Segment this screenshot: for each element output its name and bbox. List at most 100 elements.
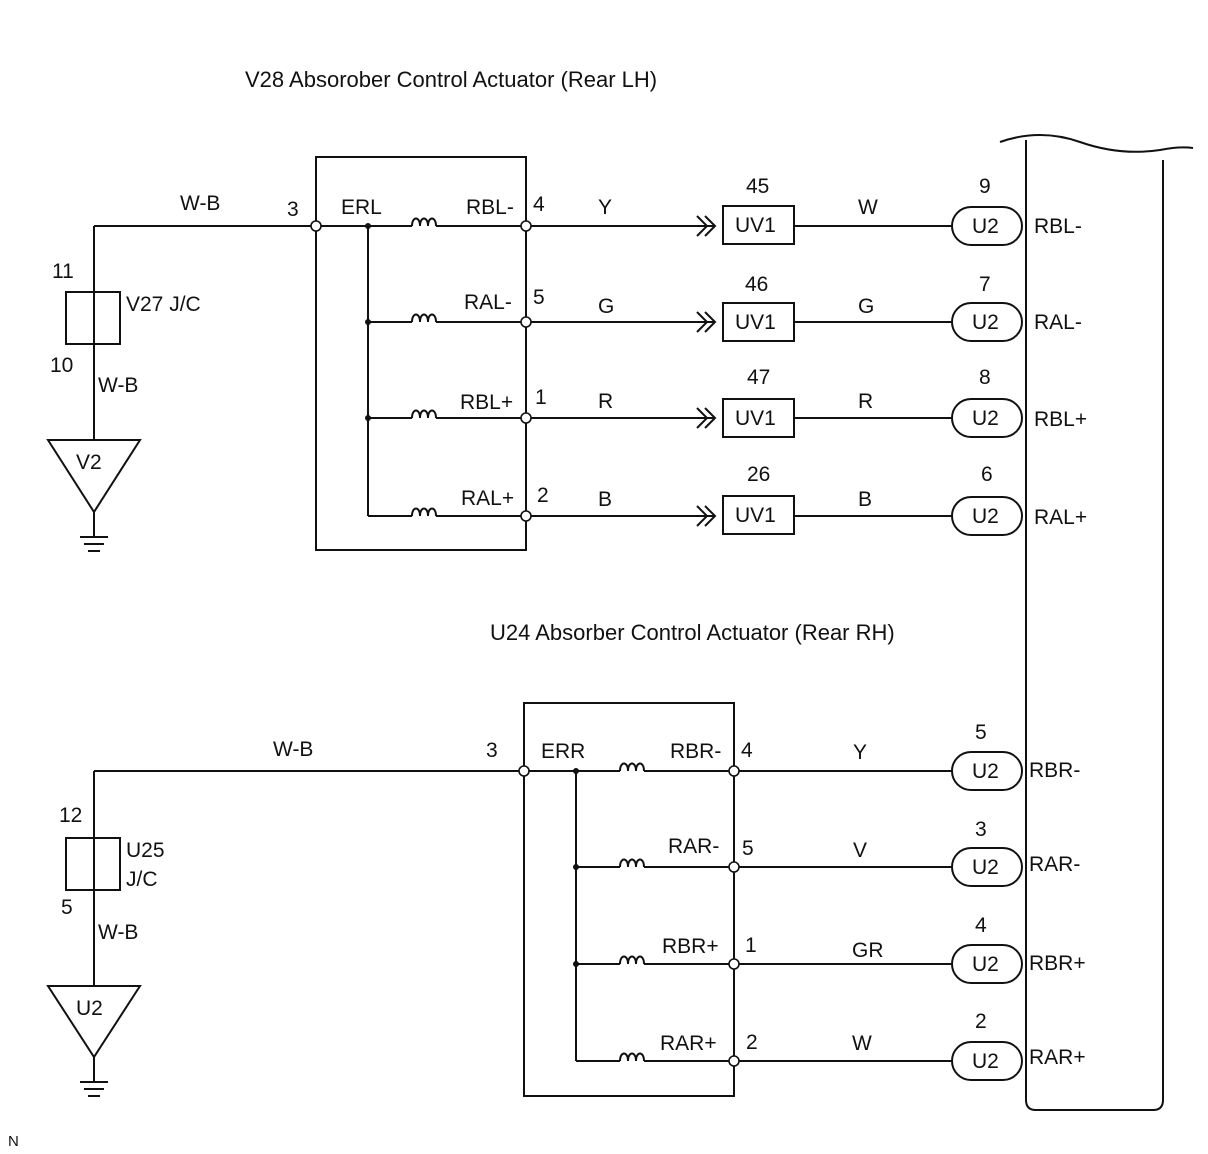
ecu-terminal: RAR+ xyxy=(1029,1046,1086,1069)
u2-label: U2 xyxy=(972,505,999,528)
uv1-connector xyxy=(722,205,795,245)
lh-circuit-row: RAL+ 2 B 26 UV1 B 6 U2 RAL+ xyxy=(368,463,1087,536)
ecu-terminal: RBR+ xyxy=(1029,952,1086,975)
rh-ground-label: ERR xyxy=(541,740,585,763)
coil-icon xyxy=(619,955,645,965)
rh-circuit-name: RBR+ xyxy=(662,935,719,958)
rh-circuit-wire: Y xyxy=(853,741,867,764)
lh-circuit-pin: 1 xyxy=(535,386,547,409)
rh-jc-label-1: U25 xyxy=(126,839,165,862)
double-chevron-icon xyxy=(696,505,717,527)
lh-circuit-pin: 2 xyxy=(537,484,549,507)
rh-circuit-row: RBR- 4 Y 5 U2 RBR- xyxy=(576,721,1080,791)
ecu-terminal: RAR- xyxy=(1029,853,1080,876)
ecu-break-line xyxy=(999,134,1194,153)
rh-ground-pin: 3 xyxy=(486,739,498,762)
u2-pin: 3 xyxy=(975,818,987,841)
u2-label: U2 xyxy=(972,1050,999,1073)
rh-jc-pin-top: 12 xyxy=(59,804,82,827)
rh-circuit-row: RAR+ 2 W 2 U2 RAR+ xyxy=(576,1010,1086,1081)
rh-actuator-title: U24 Absorber Control Actuator (Rear RH) xyxy=(490,620,895,645)
u2-pin: 4 xyxy=(975,914,987,937)
rh-ground-wire-top: W-B xyxy=(273,738,313,761)
u2-connector xyxy=(951,206,1023,246)
ecu-terminal: RBL+ xyxy=(1034,408,1087,431)
coil-icon xyxy=(619,762,645,772)
lh-circuit-pin: 4 xyxy=(533,193,545,216)
uv1-label: UV1 xyxy=(735,407,776,430)
rh-ground-triangle xyxy=(46,985,142,1059)
rh-circuit-row: RAR- 5 V 3 U2 RAR- xyxy=(576,818,1080,887)
rh-circuit-row: RBR+ 1 GR 4 U2 RBR+ xyxy=(576,914,1086,984)
ground-symbol-icon xyxy=(80,536,108,552)
ecu-terminal: RBL- xyxy=(1034,215,1082,238)
rh-circuit-name: RAR+ xyxy=(660,1032,717,1055)
coil-icon xyxy=(411,313,437,323)
uv1-pin: 26 xyxy=(747,463,770,486)
rh-ground-point-label: U2 xyxy=(76,997,103,1020)
ecu-wire: G xyxy=(858,295,874,318)
rh-circuit-pin: 5 xyxy=(742,837,754,860)
double-chevron-icon xyxy=(696,215,717,237)
rh-circuit-name: RBR- xyxy=(670,740,721,763)
ecu-outline xyxy=(1025,140,1164,1111)
uv1-pin: 45 xyxy=(746,175,769,198)
lh-circuit-row: RAL- 5 G 46 UV1 G 7 U2 RAL- xyxy=(368,273,1082,342)
rh-ground-pin-circle xyxy=(518,765,530,777)
lh-ground-point-label: V2 xyxy=(76,451,102,474)
u2-connector xyxy=(951,847,1023,887)
u2-connector xyxy=(951,944,1023,984)
ecu-wire: W xyxy=(858,196,878,219)
u2-pin: 5 xyxy=(975,721,987,744)
rh-ground-wire-bottom: W-B xyxy=(98,921,138,944)
rh-actuator-box xyxy=(523,702,735,1097)
lh-ground-wire-bottom: W-B xyxy=(98,374,138,397)
rh-jc-pin-bottom: 5 xyxy=(61,896,73,919)
double-chevron-icon xyxy=(696,311,717,333)
uv1-pin: 46 xyxy=(745,273,768,296)
lh-circuit-row: RBL+ 1 R 47 UV1 R 8 U2 RBL+ xyxy=(368,366,1087,438)
uv1-connector xyxy=(722,302,795,342)
u2-connector xyxy=(951,302,1023,342)
u2-label: U2 xyxy=(972,760,999,783)
rh-circuit-pin: 1 xyxy=(745,934,757,957)
lh-circuit-wire: R xyxy=(598,390,613,413)
lh-ground-wire-top: W-B xyxy=(180,192,220,215)
uv1-pin: 47 xyxy=(747,366,770,389)
lh-actuator-title: V28 Absorober Control Actuator (Rear LH) xyxy=(245,67,657,92)
coil-icon xyxy=(411,409,437,419)
ecu-terminal: RBR- xyxy=(1029,759,1080,782)
ecu-wire: B xyxy=(858,488,872,511)
rh-circuit-wire: V xyxy=(853,839,867,862)
uv1-connector xyxy=(722,398,795,438)
u2-connector xyxy=(951,1041,1023,1081)
lh-actuator-box xyxy=(315,156,527,551)
footer-mark: N xyxy=(8,1133,19,1150)
coil-icon xyxy=(619,1052,645,1062)
ground-symbol-icon xyxy=(80,1081,108,1097)
rh-circuit-pin: 4 xyxy=(741,739,753,762)
u2-label: U2 xyxy=(972,215,999,238)
lh-jc-label: V27 J/C xyxy=(126,293,201,316)
u2-label: U2 xyxy=(972,856,999,879)
lh-circuit-wire: B xyxy=(598,488,612,511)
u2-label: U2 xyxy=(972,407,999,430)
lh-circuit-name: RAL+ xyxy=(461,487,514,510)
uv1-label: UV1 xyxy=(735,214,776,237)
rh-circuit-pin: 2 xyxy=(746,1031,758,1054)
u2-connector xyxy=(951,496,1023,536)
u2-label: U2 xyxy=(972,953,999,976)
ecu-terminal: RAL+ xyxy=(1034,506,1087,529)
rh-circuit-wire: GR xyxy=(852,939,884,962)
lh-circuit-wire: Y xyxy=(598,196,612,219)
rh-circuit-name: RAR- xyxy=(668,835,719,858)
lh-circuit-pin: 5 xyxy=(533,286,545,309)
lh-ground-triangle xyxy=(46,439,142,514)
uv1-label: UV1 xyxy=(735,504,776,527)
u2-connector xyxy=(951,751,1023,791)
u2-pin: 9 xyxy=(979,175,991,198)
u2-connector xyxy=(951,398,1023,438)
lh-jc-pin-top: 11 xyxy=(52,260,74,283)
lh-jc-pin-bottom: 10 xyxy=(50,354,73,377)
